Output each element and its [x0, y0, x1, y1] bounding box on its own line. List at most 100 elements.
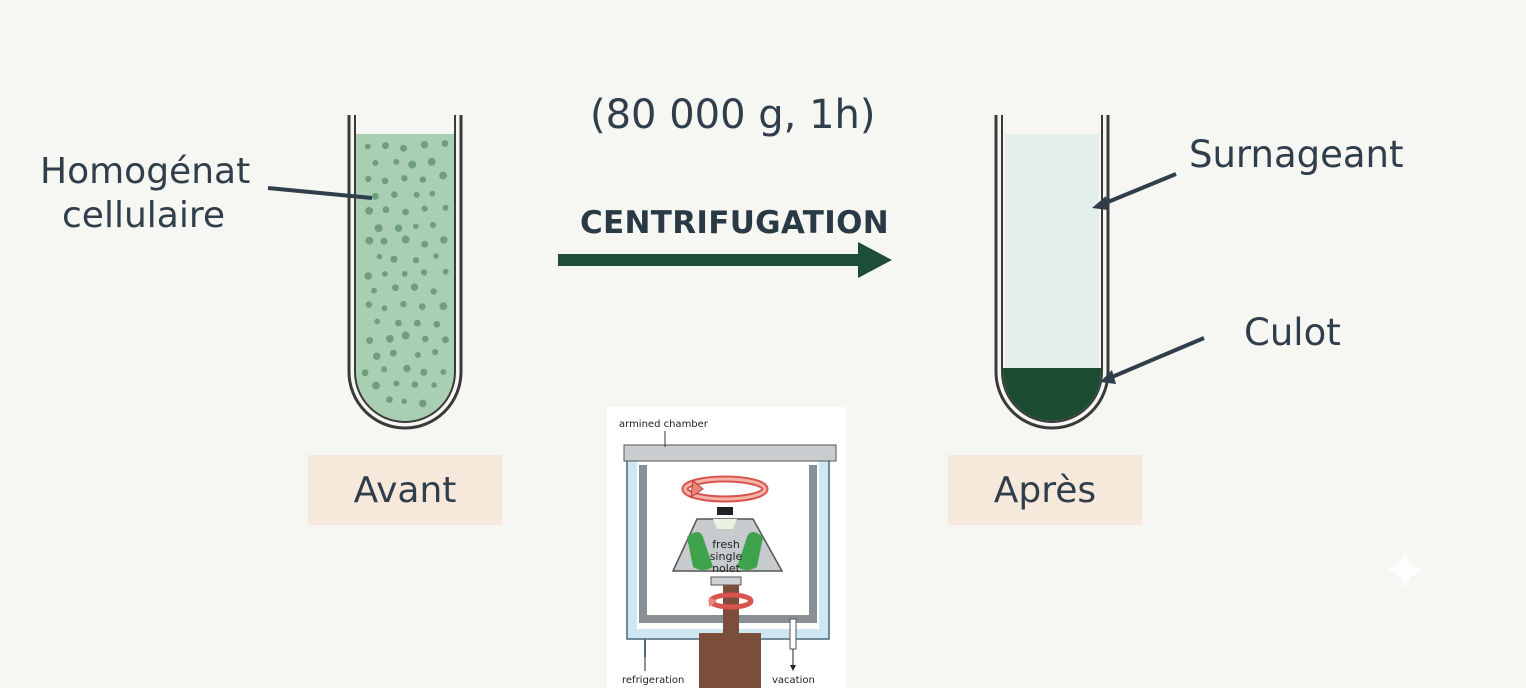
homogenate-liquid — [355, 134, 455, 422]
tube-after-glass — [994, 115, 1110, 430]
homogenate-label: Homogénat cellulaire — [40, 150, 250, 238]
vacation-label: vacation — [772, 675, 815, 686]
after-tag: Après — [948, 455, 1142, 525]
particle — [373, 352, 381, 360]
particle — [420, 269, 428, 276]
particle — [442, 336, 449, 344]
particle — [429, 190, 436, 197]
homogenate-label-line1: Homogénat — [40, 151, 251, 192]
particle — [418, 303, 426, 310]
chamber-lid — [623, 444, 837, 462]
particle — [401, 175, 408, 182]
particle — [433, 321, 441, 328]
particle — [395, 319, 402, 327]
refrigeration-label: refrigeration — [622, 675, 684, 686]
particle — [386, 396, 393, 403]
particle — [374, 318, 381, 325]
particle — [365, 175, 372, 183]
rotor-label-3: nolet — [712, 562, 741, 575]
particle — [433, 253, 439, 259]
particle — [365, 143, 371, 150]
particle — [366, 337, 374, 344]
particle — [429, 222, 436, 229]
particle — [421, 205, 428, 212]
particle — [402, 208, 409, 216]
particle — [376, 253, 383, 260]
pellet — [1003, 368, 1101, 421]
sparkle-icon — [1387, 552, 1423, 588]
particle — [391, 191, 398, 198]
particle — [442, 204, 449, 211]
particle — [422, 335, 429, 343]
before-tag: Avant — [308, 455, 502, 525]
homogenate-particles — [361, 140, 449, 408]
particle — [364, 272, 373, 280]
particle — [390, 255, 398, 263]
particle — [386, 335, 394, 343]
homogenate-pointer — [267, 186, 373, 200]
particle — [372, 160, 379, 166]
rotor-label-1: fresh — [712, 538, 740, 551]
chamber-label: armined chamber — [619, 419, 709, 430]
homogenate-label-line2: cellulaire — [62, 195, 225, 236]
particle — [374, 224, 383, 233]
particle — [431, 382, 437, 388]
particle — [403, 364, 411, 373]
particle — [401, 235, 410, 244]
particle — [427, 157, 436, 166]
particle — [400, 300, 407, 308]
rotor-label-2: single — [710, 550, 743, 563]
particle — [381, 366, 388, 373]
particle — [372, 381, 380, 390]
motor-base — [699, 633, 761, 688]
process-arrow-head — [858, 242, 892, 278]
particle — [441, 140, 449, 147]
conditions-label: (80 000 g, 1h) — [590, 92, 876, 138]
particle — [361, 369, 369, 377]
particle — [413, 223, 419, 230]
pellet-pointer — [1111, 336, 1205, 379]
supernatant-liquid — [1005, 134, 1099, 368]
particle — [380, 237, 388, 245]
particle — [413, 191, 420, 198]
centrifuge-inset: fresh single nolet armined chamber refri… — [607, 407, 846, 688]
tube-before-glass — [347, 115, 463, 430]
particle — [400, 144, 407, 152]
particle — [382, 271, 388, 277]
particle — [394, 224, 403, 232]
particle — [365, 236, 374, 245]
particle — [439, 171, 447, 180]
particle — [371, 287, 377, 294]
particle — [381, 177, 389, 185]
particle — [419, 176, 427, 183]
supernatant-label: Surnageant — [1189, 133, 1404, 176]
particle — [412, 257, 420, 264]
after-tag-text: Après — [993, 469, 1097, 511]
particle — [414, 352, 421, 358]
particle — [420, 368, 428, 376]
particle — [381, 305, 388, 312]
particle — [421, 240, 429, 248]
supernatant-pointer — [1102, 172, 1177, 206]
particle — [408, 160, 417, 169]
particle — [419, 399, 427, 408]
before-tag-text: Avant — [353, 469, 457, 511]
particle — [365, 207, 373, 215]
particle — [410, 283, 419, 291]
particle — [372, 192, 379, 200]
particle — [430, 288, 437, 295]
particle — [382, 142, 389, 150]
particle — [440, 236, 448, 244]
particle — [442, 268, 449, 275]
particle — [411, 381, 419, 388]
particle — [401, 398, 408, 405]
particle — [420, 141, 429, 149]
pellet-label: Culot — [1244, 311, 1341, 354]
particle — [393, 380, 400, 387]
particle — [382, 206, 390, 214]
particle — [439, 302, 448, 311]
particle — [393, 158, 400, 165]
centrifuge-illustration: fresh single nolet armined chamber refri… — [619, 419, 837, 688]
particle — [414, 319, 421, 327]
particle — [392, 284, 399, 292]
